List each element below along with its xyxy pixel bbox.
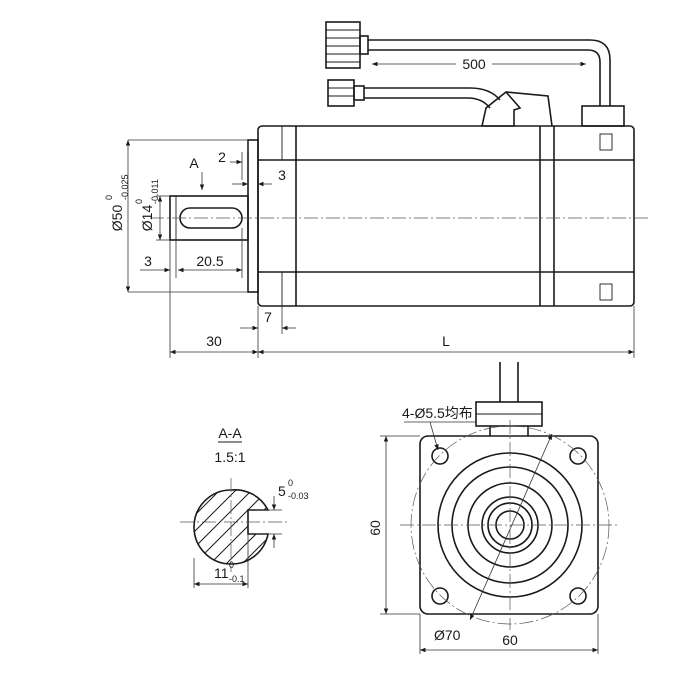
dim-7: 7	[264, 309, 272, 325]
dim-key-width-lower: -0.03	[288, 491, 309, 501]
encoder-connector	[325, 21, 369, 69]
power-cable	[364, 87, 501, 109]
dim-height-60: 60	[367, 520, 383, 536]
dim-dia-50-upper: 0	[104, 195, 114, 200]
mount-hole-tr	[569, 447, 587, 465]
mount-hole-br	[569, 587, 587, 605]
dim-key-depth-upper: 0	[229, 560, 234, 570]
mount-hole-label: 4-Ø5.5均布	[402, 405, 473, 421]
power-connector	[327, 79, 365, 107]
section-marker-a: A	[189, 155, 199, 171]
front-view: 4-Ø5.5均布 60 60 Ø70	[367, 362, 620, 654]
dim-3-shaft: 3	[144, 253, 152, 269]
dim-cable-length: 500	[462, 56, 486, 72]
mount-hole-tl	[431, 447, 449, 465]
dim-body-length: L	[442, 333, 450, 349]
section-view-a-a: A-A 1.5:1 5 0 -0.03 11 0	[180, 425, 309, 588]
section-scale: 1.5:1	[214, 449, 245, 465]
encoder-cable	[368, 39, 611, 106]
dim-key-depth: 11	[214, 565, 229, 581]
dim-width-60: 60	[502, 632, 518, 648]
dim-key-length: 20.5	[196, 253, 223, 269]
dim-bolt-circle: Ø70	[434, 627, 461, 643]
section-shaft-profile	[193, 488, 270, 565]
dim-2: 2	[218, 149, 226, 165]
mount-hole-bl	[431, 587, 449, 605]
dim-dia-50-lower: -0.025	[120, 174, 130, 200]
dim-dia-14-lower: -0.011	[150, 179, 160, 204]
dim-3-flange: 3	[278, 167, 286, 183]
section-title: A-A	[218, 425, 242, 441]
dim-key-width-upper: 0	[288, 478, 293, 488]
dim-dia-50: Ø50	[109, 205, 125, 232]
dim-shaft-length: 30	[206, 333, 222, 349]
power-gland	[481, 90, 522, 127]
dim-dia-14-upper: 0	[134, 199, 144, 204]
dim-key-width: 5	[278, 483, 286, 499]
dim-dia-14: Ø14	[139, 205, 155, 232]
dim-key-depth-lower: -0.1	[229, 574, 245, 584]
side-view: 500 2 3	[104, 21, 650, 358]
encoder-gland	[581, 105, 625, 127]
motor-body	[257, 125, 635, 307]
flange-pilot	[247, 139, 259, 293]
